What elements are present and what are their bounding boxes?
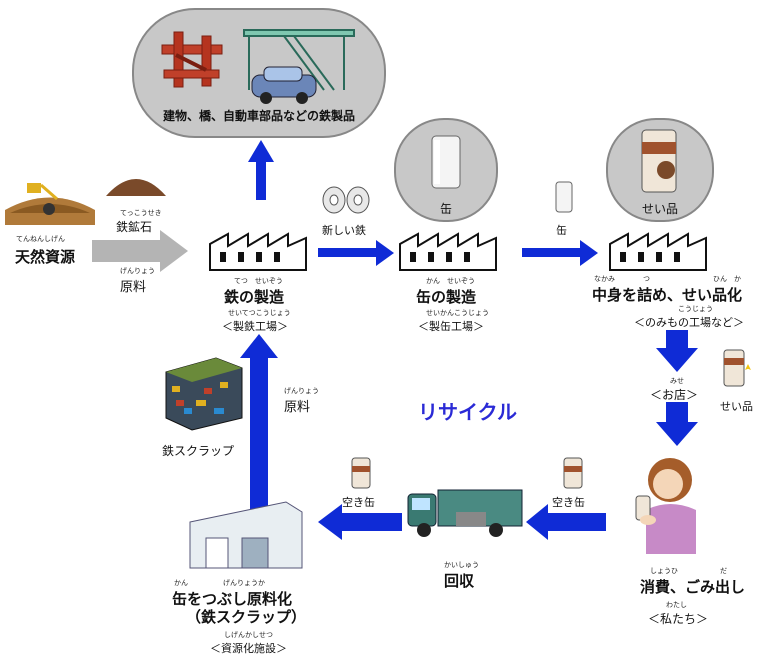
recycle-cycle-label: リサイクル xyxy=(418,400,517,424)
empty-can-icon-1 xyxy=(563,457,583,489)
plant-label-2: （鉄スクラップ） xyxy=(186,608,307,626)
consume-who: ＜私たち＞ xyxy=(648,612,709,626)
scrap-label: 鉄スクラップ xyxy=(162,444,235,458)
ore-label: 鉄鉱石 xyxy=(116,220,153,234)
steel-products-label: 建物、橋、自動車部品などの鉄製品 xyxy=(162,109,355,123)
mine-illustration xyxy=(5,183,95,225)
product-can-icon xyxy=(641,129,677,193)
collection-truck-illustration xyxy=(407,489,523,537)
raw2-label: 原料 xyxy=(284,400,311,415)
arrow-store-to-consume xyxy=(656,402,698,446)
store-ruby: みせ xyxy=(670,377,684,385)
arrow-steel-to-products xyxy=(248,140,274,200)
arrow-fill-to-store xyxy=(656,330,698,372)
small-can-icon xyxy=(555,181,573,213)
ore-pile-icon xyxy=(106,179,166,196)
plant-place: ＜資源化施設＞ xyxy=(210,642,287,655)
collect-label: 回収 xyxy=(444,572,475,590)
natural-label: 天然資源 xyxy=(15,248,76,266)
fill-place-ruby: こうじょう xyxy=(678,305,713,313)
raw-label: 原料 xyxy=(120,280,147,295)
empty-can-label-2: 空き缶 xyxy=(342,496,375,509)
steel-scrap-bale-illustration xyxy=(165,357,243,431)
steel-label: 鉄の製造 xyxy=(224,288,285,306)
collect-ruby: かいしゅう xyxy=(444,561,479,569)
arrow-can-to-fill xyxy=(522,240,598,266)
can-factory-icon xyxy=(399,232,497,271)
plant-ruby: かん げんりょうか xyxy=(174,579,265,587)
arrow-steel-to-can xyxy=(318,240,394,266)
steel-products-illustration xyxy=(161,29,355,104)
store-product-icon xyxy=(723,349,751,387)
woman-drinking-illustration xyxy=(635,458,696,554)
store-product-label: せい品 xyxy=(720,400,753,413)
plant-label-1: 缶をつぶし原料化 xyxy=(172,590,293,608)
can-place-ruby: せいかんこうじょう xyxy=(426,309,489,317)
steel-factory-icon xyxy=(209,232,307,271)
arrow-natural-to-steel xyxy=(92,230,188,272)
consume-label: 消費、ごみ出し xyxy=(640,578,746,596)
steel-ruby: てつ せいぞう xyxy=(234,277,283,285)
fill-place: ＜のみもの工場など＞ xyxy=(634,316,744,329)
drink-factory-icon xyxy=(609,232,707,271)
plant-place-ruby: しげんかしせつ xyxy=(224,631,273,639)
empty-can-icon-2 xyxy=(351,457,371,489)
empty-can-icon xyxy=(431,135,461,189)
recycling-plant-illustration xyxy=(189,501,303,569)
product-badge: せい品 xyxy=(641,202,678,216)
fill-label: 中身を詰め、せい品化 xyxy=(592,286,743,304)
ore-ruby: てっこうせき xyxy=(120,209,162,217)
arrow-plant-to-steel xyxy=(240,334,278,513)
new-steel-label: 新しい鉄 xyxy=(322,224,366,237)
steel-products-bubble: 建物、橋、自動車部品などの鉄製品 xyxy=(132,8,386,138)
can-bubble: 缶 xyxy=(394,118,498,222)
can-ruby: かん せいぞう xyxy=(426,277,475,285)
consume-who-ruby: わたし xyxy=(666,601,687,609)
steel-coil-icon xyxy=(322,186,370,214)
product-bubble: せい品 xyxy=(606,118,714,222)
consume-ruby: しょうひ だ xyxy=(650,567,727,575)
empty-can-label-1: 空き缶 xyxy=(552,496,585,509)
steel-place-ruby: せいてつこうじょう xyxy=(228,309,291,317)
raw-ruby: げんりょう xyxy=(120,267,155,275)
arrow-collect-to-plant xyxy=(318,504,402,540)
can-edge-label: 缶 xyxy=(556,224,567,237)
arrow-consume-to-collect xyxy=(526,504,606,540)
store-label: ＜お店＞ xyxy=(650,388,699,402)
can-label: 缶の製造 xyxy=(416,288,477,306)
raw2-ruby: げんりょう xyxy=(284,387,319,395)
steel-place: ＜製鉄工場＞ xyxy=(222,320,288,333)
can-badge: 缶 xyxy=(439,202,452,216)
fill-ruby: なかみ つ ひん か xyxy=(594,275,741,283)
natural-ruby: てんねんしげん xyxy=(16,235,65,243)
can-place: ＜製缶工場＞ xyxy=(418,320,484,333)
